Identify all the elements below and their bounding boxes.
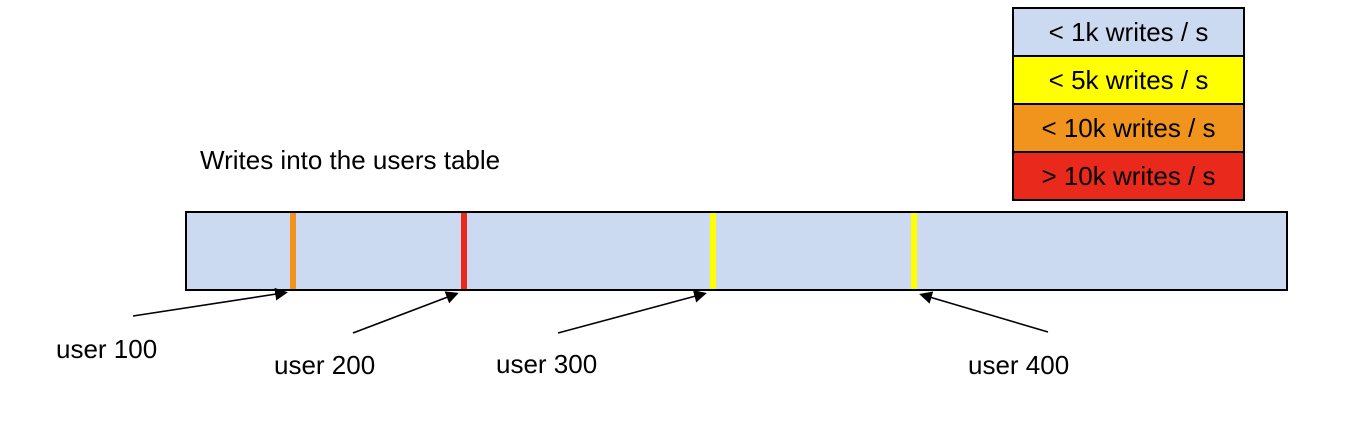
legend-item-label: > 10k writes / s [1041, 160, 1216, 191]
callout-arrow-user-100 [132, 287, 288, 317]
legend-item-lt-10k: < 10k writes / s [1012, 103, 1245, 153]
write-hotspot-stripe-user-400 [911, 213, 917, 289]
write-hotspot-stripe-user-300 [710, 213, 716, 289]
legend-item-label: < 10k writes / s [1041, 112, 1216, 143]
callout-label-user-100: user 100 [56, 334, 158, 364]
legend-item-label: < 5k writes / s [1048, 64, 1209, 95]
legend-item-lt-5k: < 5k writes / s [1012, 55, 1245, 105]
callout-label-user-300: user 300 [496, 349, 598, 379]
callout-label-user-200: user 200 [274, 350, 376, 380]
write-hotspot-stripe-user-200 [461, 213, 467, 289]
callout-label-user-400: user 400 [968, 350, 1070, 380]
legend-item-label: < 1k writes / s [1048, 16, 1209, 47]
users-table-bar [185, 211, 1288, 291]
diagram-title: Writes into the users table [200, 145, 501, 175]
legend-item-lt-1k: < 1k writes / s [1012, 7, 1245, 57]
write-hotspot-stripe-user-100 [290, 213, 296, 289]
legend-item-gt-10k: > 10k writes / s [1012, 151, 1245, 201]
callout-arrow-user-400 [919, 291, 1049, 333]
legend: < 1k writes / s < 5k writes / s < 10k wr… [1012, 7, 1245, 201]
callout-arrow-user-200 [352, 291, 459, 334]
callout-arrow-user-300 [557, 290, 707, 334]
